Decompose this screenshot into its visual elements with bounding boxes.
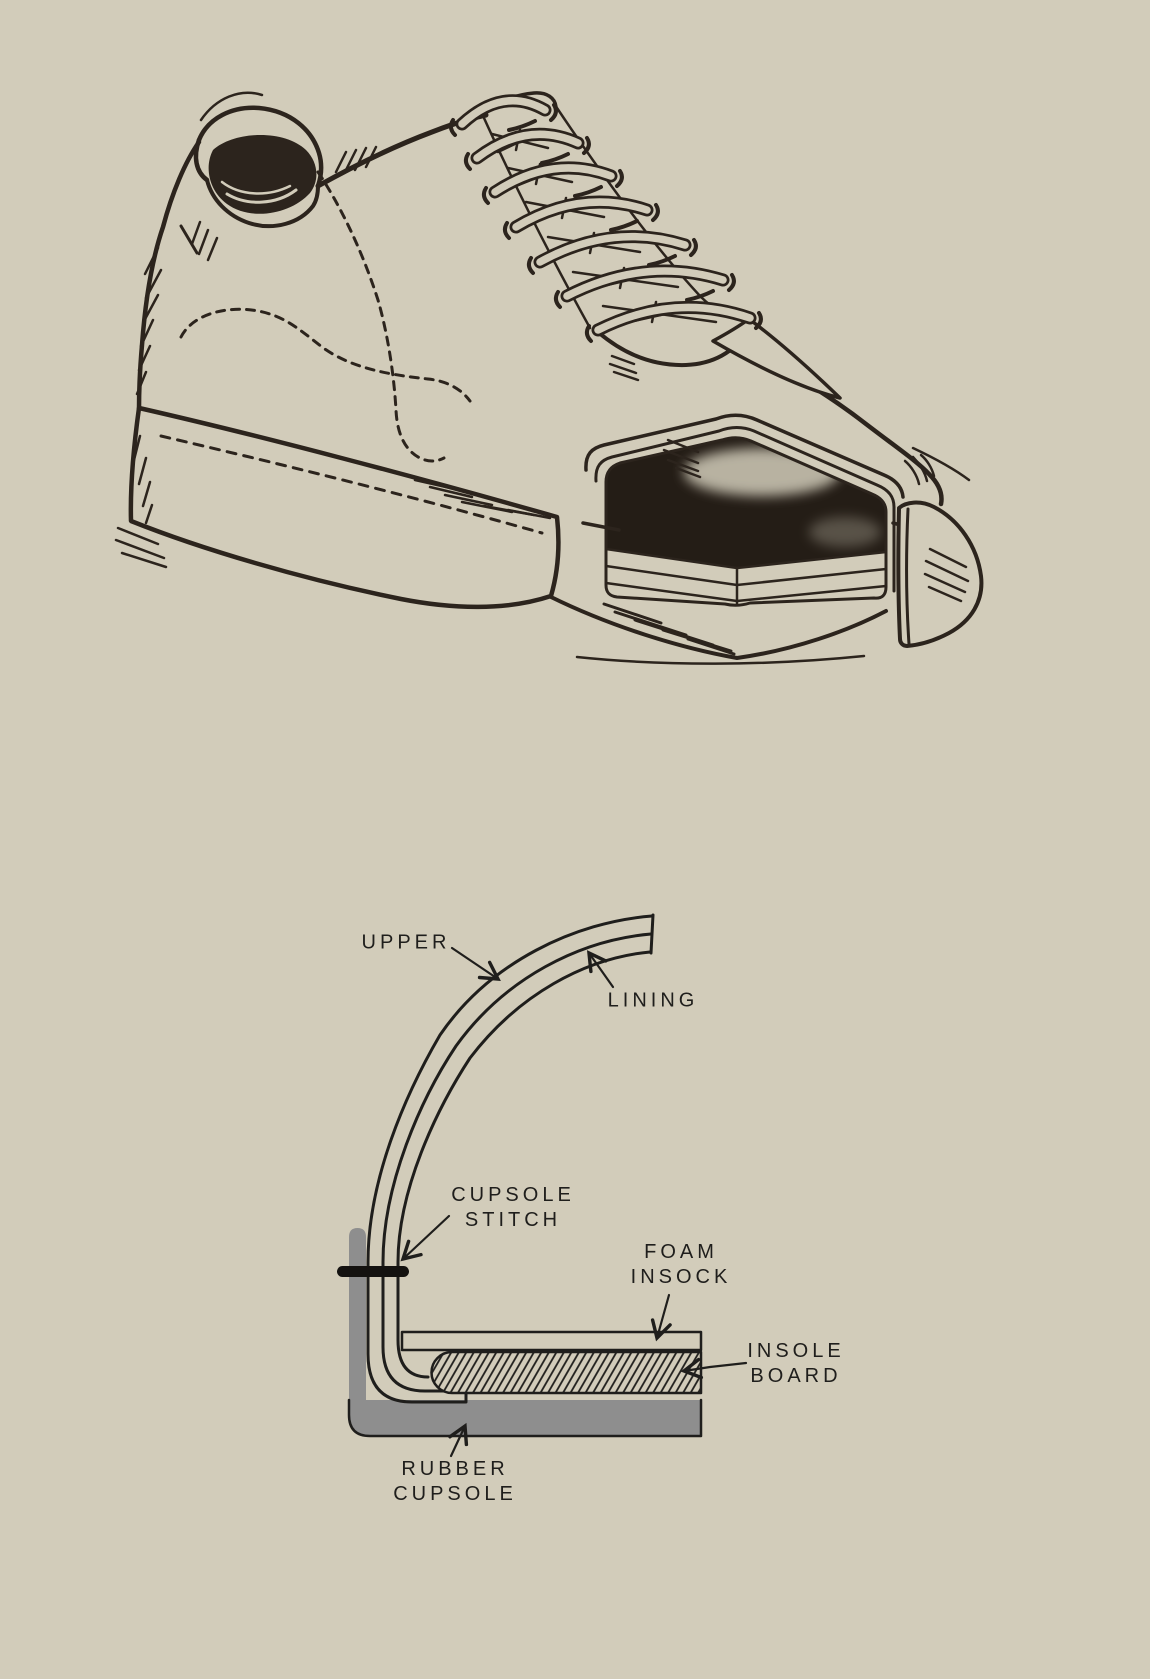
trailing-lace (711, 317, 842, 400)
heel-seam-dashed (179, 307, 472, 403)
sole-notch-edge (549, 595, 888, 660)
upper-arrow (450, 946, 501, 981)
lining-arrow (586, 950, 615, 989)
rubber-cupsole-arrow (448, 1422, 469, 1458)
label-cupsole-stitch-line1: CUPSOLE (451, 1184, 575, 1206)
cutaway-tick-left (581, 521, 621, 532)
cutaway-frame-outer (584, 413, 905, 499)
section-foam-insock (400, 1330, 703, 1352)
label-insole-board: INSOLE BOARD (747, 1339, 844, 1389)
sneaker-sketch (114, 91, 984, 665)
label-lining-text: LINING (607, 989, 699, 1012)
cutaway-sole-layers-bg (606, 549, 886, 606)
ground-shadow-line (575, 654, 866, 665)
pull-tab-outer (196, 105, 324, 189)
cross-section-diagram (337, 913, 748, 1458)
label-lining: LINING (608, 989, 699, 1014)
label-rubber-cupsole: RUBBER CUPSOLE (393, 1457, 517, 1507)
foam-insock-arrow (650, 1293, 672, 1342)
label-upper: UPPER (362, 931, 451, 956)
label-insole-board-line1: INSOLE (747, 1340, 845, 1362)
laces (448, 94, 763, 343)
quarter-seam-dashed (316, 170, 446, 463)
cupsole-toe (896, 500, 984, 648)
section-lining-line (396, 950, 652, 1379)
section-upper-outer-line (366, 914, 654, 1404)
section-stitch-bar (337, 1266, 409, 1277)
label-cupsole-stitch: CUPSOLE STITCH (451, 1183, 575, 1233)
insole-board-arrow (680, 1357, 748, 1380)
section-upper-middle-line (381, 932, 653, 1393)
section-upper-band (366, 913, 655, 1404)
cupsole-stitch-dashed (159, 434, 544, 535)
label-cupsole-stitch-line2: STITCH (464, 1209, 562, 1231)
pull-tab-flick (199, 91, 264, 122)
cutaway-window-outline (604, 436, 888, 607)
toe-accent-line (911, 446, 971, 482)
heel-outline (136, 139, 202, 412)
cutaway-frame-middle (594, 426, 896, 593)
label-rubber-cupsole-line2: CUPSOLE (393, 1483, 517, 1505)
label-upper-text: UPPER (361, 931, 451, 954)
section-insole-board (430, 1350, 703, 1395)
label-foam-insock-line2: INSOCK (630, 1266, 732, 1288)
label-insole-board-line2: BOARD (750, 1365, 842, 1387)
cupsole-stitch-arrow (400, 1214, 451, 1262)
label-foam-insock-line1: FOAM (644, 1241, 718, 1263)
label-foam-insock: FOAM INSOCK (631, 1240, 732, 1290)
cupsole-left (128, 405, 561, 610)
label-rubber-cupsole-line1: RUBBER (401, 1458, 509, 1480)
sketch-hatching (114, 145, 702, 569)
